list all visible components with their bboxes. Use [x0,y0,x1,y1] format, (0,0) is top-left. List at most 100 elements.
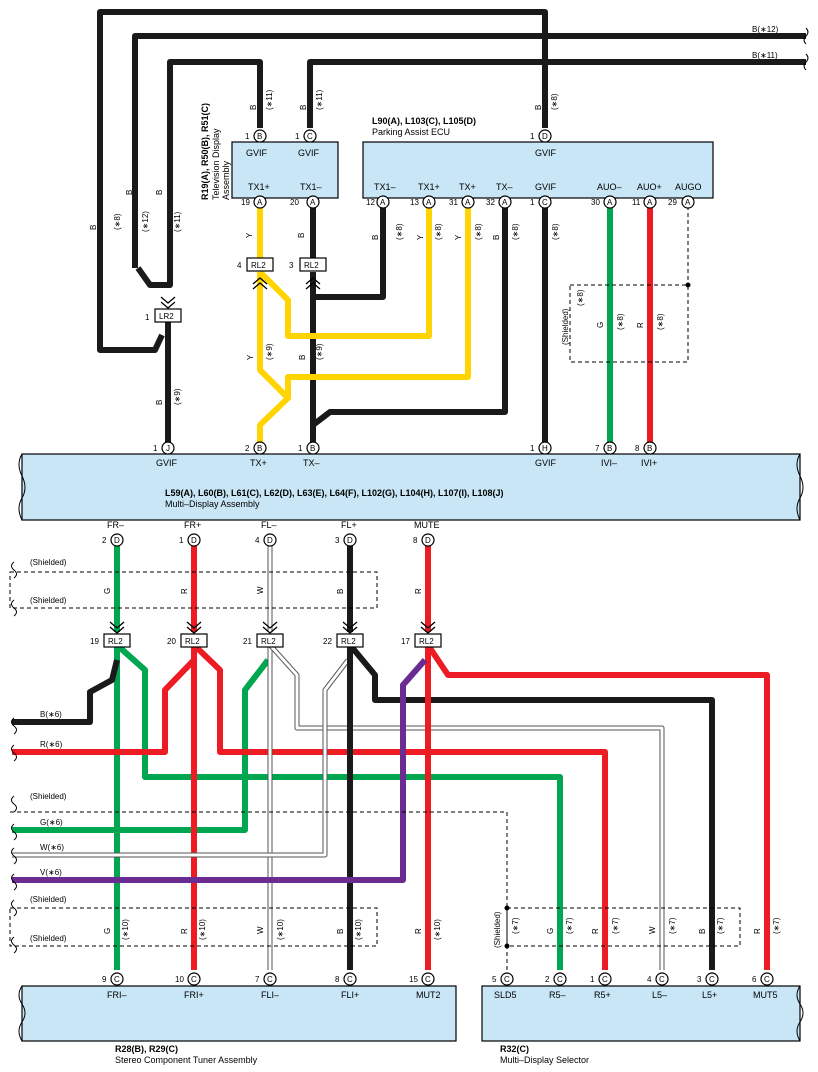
augo-shield-box [569,284,689,363]
svg-text:W: W [256,926,265,934]
svg-text:B: B [257,444,262,453]
svg-text:A: A [607,198,613,207]
wire-b-pa-tx-minus [311,206,508,428]
multi-display-box [21,453,801,521]
svg-text:AUO–: AUO– [597,182,622,192]
svg-text:D: D [191,536,197,545]
svg-text:Y: Y [246,354,255,360]
svg-text:31: 31 [449,198,458,207]
svg-text:B: B [249,105,258,110]
svg-text:RL2: RL2 [261,637,276,646]
selector-box [481,985,801,1042]
wires [12,9,806,970]
svg-text:IVI+: IVI+ [641,458,657,468]
tv-top-terminals: 1 B 1 C [245,129,317,143]
svg-text:RL2: RL2 [304,261,319,270]
svg-text:B: B [647,444,652,453]
svg-text:(∗7): (∗7) [611,917,620,934]
svg-text:12: 12 [366,198,375,207]
svg-text:IVI–: IVI– [601,458,617,468]
svg-text:G: G [546,928,555,934]
tuner-title: R28(B), R29(C) [115,1044,178,1054]
svg-text:C: C [307,132,313,141]
wire-b-ext-b6 [12,659,120,725]
svg-text:(∗9): (∗9) [173,388,182,405]
svg-text:2: 2 [545,975,550,984]
svg-text:(∗8): (∗8) [511,223,520,240]
tv-pin-gvif-1: GVIF [246,148,268,158]
svg-text:RL2: RL2 [419,637,434,646]
svg-text:(∗10): (∗10) [198,919,207,940]
svg-text:D: D [542,132,548,141]
svg-text:L5+: L5+ [702,990,717,1000]
pa-title: L90(A), L103(C), L105(D) [372,116,476,126]
sel-shield-drain [10,811,508,970]
pa-sub: Parking Assist ECU [372,127,450,137]
svg-text:4: 4 [255,536,260,545]
svg-text:R: R [414,588,423,594]
svg-text:B: B [492,235,501,240]
tv-sub1: Television Display [211,128,221,200]
svg-text:2: 2 [102,536,107,545]
svg-text:FRI+: FRI+ [184,990,204,1000]
svg-text:(∗7): (∗7) [565,917,574,934]
svg-text:(∗10): (∗10) [433,919,442,940]
svg-text:B: B [297,233,306,238]
junctions: 1 LR2 4 RL2 3 RL2 19 RL2 20 RL2 21 RL2 2… [90,257,442,648]
svg-text:B: B [607,444,612,453]
svg-text:A: A [502,198,508,207]
svg-text:A: A [310,198,316,207]
svg-text:B: B [698,929,707,934]
svg-text:1: 1 [245,132,250,141]
wire-b-rl2-to-pa-tx1minus [310,206,386,300]
svg-text:1: 1 [179,536,184,545]
external-labels: B(∗12) B(∗11) B(∗6) R(∗6) (Shielded) G(∗… [30,25,779,948]
svg-text:B: B [155,190,164,195]
svg-text:(∗7): (∗7) [668,917,677,934]
svg-text:C: C [557,975,563,984]
wire-g-fr-to-sel [115,642,563,970]
svg-text:(∗8): (∗8) [576,289,585,306]
md-lower-shield [9,571,378,609]
svg-text:(∗9): (∗9) [265,343,274,360]
svg-text:8: 8 [413,536,418,545]
svg-text:(Shielded): (Shielded) [561,308,570,345]
svg-text:A: A [685,198,691,207]
svg-text:A: A [257,198,263,207]
svg-text:(∗11): (∗11) [265,89,274,110]
svg-text:FL–: FL– [261,520,277,530]
tv-pin-tx1plus: TX1+ [248,182,270,192]
svg-text:(Shielded): (Shielded) [30,558,67,567]
svg-text:B: B [336,929,345,934]
white-wires [12,546,665,970]
svg-text:D: D [114,536,120,545]
svg-text:19: 19 [241,198,250,207]
svg-text:7: 7 [595,444,600,453]
sel-title: R32(C) [500,1044,529,1054]
svg-text:(∗7): (∗7) [511,917,520,934]
svg-text:GVIF: GVIF [535,458,557,468]
edge-breaks [18,27,809,1042]
svg-text:GVIF: GVIF [535,182,557,192]
svg-text:R: R [591,928,600,934]
svg-text:17: 17 [401,637,410,646]
svg-text:(∗8): (∗8) [474,223,483,240]
wire-b-tv-gvif [135,59,263,288]
svg-text:(∗10): (∗10) [121,919,130,940]
svg-text:FRI–: FRI– [107,990,127,1000]
svg-text:8: 8 [335,975,340,984]
svg-text:C: C [114,975,120,984]
svg-text:B: B [336,589,345,594]
svg-text:D: D [267,536,273,545]
svg-text:LR2: LR2 [159,312,174,321]
svg-text:(Shielded): (Shielded) [30,934,67,943]
svg-text:Y: Y [454,234,463,240]
svg-text:R: R [636,322,645,328]
svg-text:(∗8): (∗8) [550,93,559,110]
svg-text:TX1+: TX1+ [418,182,440,192]
svg-text:D: D [425,536,431,545]
svg-text:TX1–: TX1– [374,182,396,192]
svg-text:C: C [267,975,273,984]
svg-text:(∗8): (∗8) [395,223,404,240]
md-top-pins: 1 J 2 B 1 B 1 H 7 B 8 B GVIF TX+ TX– GVI… [153,441,657,468]
